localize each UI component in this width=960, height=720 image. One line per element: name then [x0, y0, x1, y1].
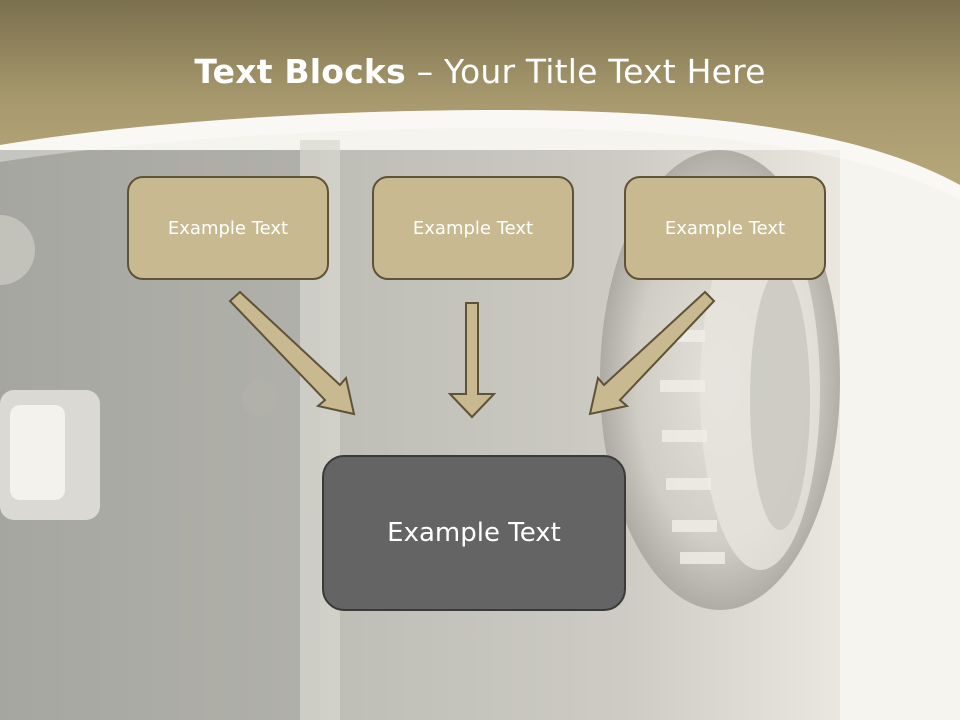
title-bold-part: Text Blocks	[194, 52, 406, 91]
text-block-2-label: Example Text	[412, 217, 534, 239]
arrow-right-diagonal-icon	[588, 290, 716, 416]
text-block-2: Example Text	[372, 176, 574, 280]
target-block-label: Example Text	[387, 518, 561, 548]
title-rest-part: – Your Title Text Here	[405, 52, 766, 91]
arrow-left-diagonal-icon	[228, 290, 356, 416]
target-block: Example Text	[322, 455, 626, 611]
arrow-down-icon	[447, 302, 497, 419]
slide-title: Text Blocks – Your Title Text Here	[0, 52, 960, 91]
text-block-3: Example Text	[624, 176, 826, 280]
text-block-1: Example Text	[127, 176, 329, 280]
text-block-3-label: Example Text	[664, 217, 786, 239]
text-block-1-label: Example Text	[167, 217, 289, 239]
